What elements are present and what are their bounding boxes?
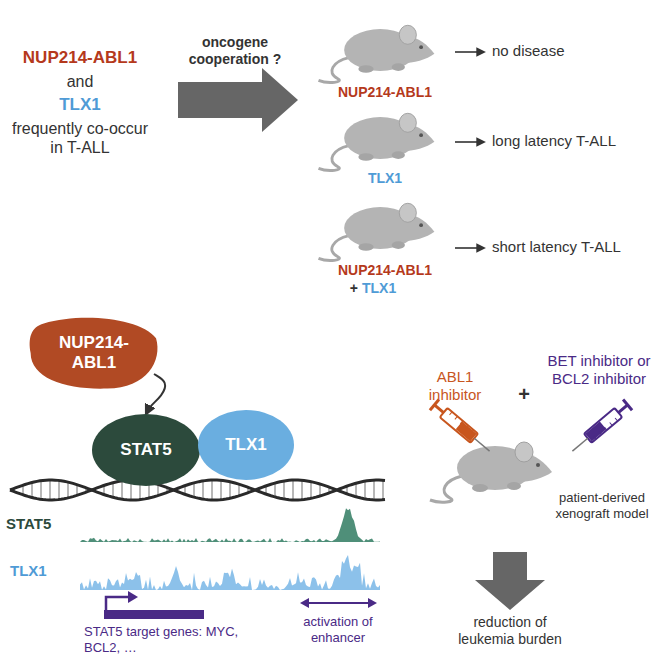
gene-name: NUP214-ABL1 [10, 48, 150, 68]
protein-oval: TLX1 [198, 410, 294, 480]
mouse-figure [430, 442, 552, 502]
protein-name: TLX1 [225, 435, 267, 455]
protein-name: STAT5 [120, 440, 171, 460]
plus-sign: + [340, 280, 358, 297]
result-label: reduction of leukemia burden [448, 614, 572, 648]
tlx1-track [80, 555, 380, 590]
drug-label: ABL1 inhibitor [412, 368, 498, 404]
connector-word: and [10, 72, 150, 91]
enhancer-arrow [300, 598, 377, 608]
enhancer-label: activation of enhancer [290, 614, 386, 645]
stat5-track [80, 508, 380, 542]
protein-blob: NUP214-ABL1 [28, 316, 160, 390]
mouse-figure [319, 113, 435, 170]
protein-name: NUP214-ABL1 [44, 333, 144, 372]
protein-oval: STAT5 [92, 414, 200, 486]
mouse-genotype: TLX1 [362, 280, 422, 297]
mouse-genotype: NUP214-ABL1 [315, 262, 455, 279]
gene-list: STAT5 target genes: MYC, BCL2, … [84, 624, 274, 655]
gene-model [104, 591, 204, 619]
gene-name: TLX1 [10, 95, 150, 115]
mouse-figure [319, 203, 435, 260]
dna-helix [10, 480, 385, 500]
statement-text: frequently co-occur in T-ALL [6, 119, 154, 157]
syringe [430, 399, 494, 456]
model-label: patient-derived xenograft model [545, 490, 659, 521]
track-name: TLX1 [10, 562, 76, 580]
outcome-text: short latency T-ALL [492, 238, 657, 256]
result-arrow [455, 51, 484, 53]
track-name: STAT5 [6, 515, 76, 533]
result-arrow [455, 141, 484, 143]
outcome-text: no disease [492, 42, 657, 60]
result-arrow [455, 247, 484, 249]
syringe [568, 399, 632, 456]
down-arrow [475, 552, 545, 610]
question-label: oncogene cooperation ? [175, 34, 295, 68]
activation-arrow [146, 374, 165, 414]
mouse-genotype: TLX1 [330, 170, 440, 187]
drug-label: BET inhibitor or BCL2 inhibitor [540, 352, 658, 388]
plus-sign: + [512, 382, 536, 406]
mouse-genotype: NUP214-ABL1 [315, 84, 455, 101]
big-arrow [178, 68, 298, 132]
outcome-text: long latency T-ALL [492, 132, 657, 150]
mouse-figure [319, 25, 435, 82]
